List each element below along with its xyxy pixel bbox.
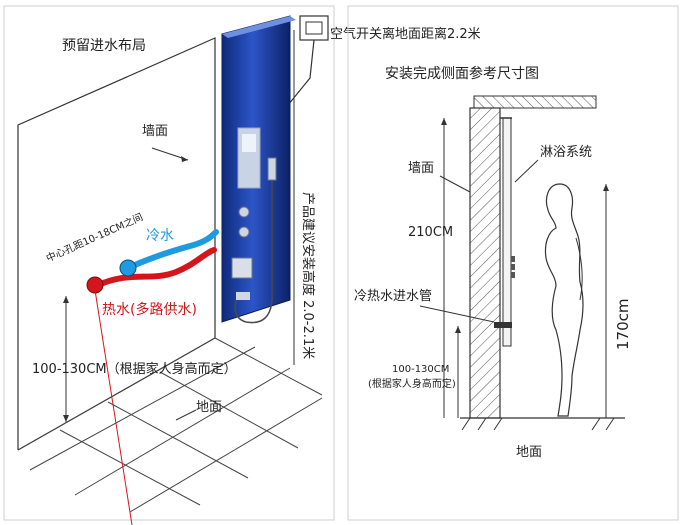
dim-210-arrow-top — [441, 118, 447, 125]
height-dim-arrow-top — [63, 296, 69, 303]
floor-grid — [17, 337, 323, 513]
left-title: 预留进水布局 — [62, 38, 146, 54]
floor-leader — [175, 409, 197, 421]
air-switch-box — [299, 15, 329, 41]
red-leader-line — [94, 289, 133, 525]
shower-label: 淋浴系统 — [540, 145, 592, 160]
height-210-label: 210CM — [408, 225, 453, 240]
dim-170-arrow-top — [603, 184, 609, 191]
wall-outline — [17, 37, 216, 451]
wall-label-right: 墙面 — [408, 161, 434, 176]
wall-label: 墙面 — [142, 124, 168, 139]
ceiling — [473, 95, 597, 109]
side-wall — [469, 107, 501, 419]
pipe-label: 冷热水进水管 — [354, 289, 432, 304]
cold-outlet — [119, 259, 137, 277]
cold-pipe — [125, 229, 219, 271]
shower-panel — [221, 15, 296, 324]
air-switch-inner — [305, 21, 323, 35]
wall-leader-right — [439, 175, 471, 193]
switch-label: 空气开关离地面距离2.2米 — [330, 26, 481, 42]
panel-knob-bottom — [238, 226, 250, 238]
hole-spacing-label: 中心孔距10-18CM之间 — [44, 210, 145, 264]
person-height-label: 170cm — [614, 299, 632, 351]
pipe-connector — [494, 322, 512, 328]
panel-knob-top — [238, 206, 250, 218]
shower-column — [502, 117, 512, 347]
side-jets — [511, 256, 515, 278]
floor-hatch — [461, 417, 615, 431]
panel-display-screen — [242, 134, 256, 152]
person-silhouette — [544, 183, 584, 417]
pipe-height-note: (根据家人身高而定) — [368, 377, 456, 390]
floor-label-right: 地面 — [516, 445, 542, 460]
left-panel: 预留进水布局 墙面 — [3, 5, 335, 525]
install-height-label: 产品建议安装高度 2.0-2.1米 — [300, 192, 316, 359]
hot-pipe — [93, 247, 217, 289]
hot-water-label: 热水(多路供水) — [102, 301, 197, 318]
pipe-height-arrow — [455, 326, 461, 333]
right-panel: 安装完成侧面参考尺寸图 淋浴系统 墙面 — [347, 5, 679, 521]
hand-shower-hose — [234, 176, 273, 324]
height-dim-arrow-bottom — [63, 415, 69, 422]
wall-leader-arrow — [181, 156, 188, 162]
right-title: 安装完成侧面参考尺寸图 — [385, 65, 539, 82]
cold-water-label: 冷水 — [146, 228, 174, 244]
right-panel-border — [347, 5, 679, 521]
hand-shower-head — [267, 157, 277, 181]
shower-leader — [514, 159, 539, 183]
floor-label: 地面 — [196, 400, 222, 415]
pipe-height-label: 100-130CM — [392, 364, 449, 375]
panel-spout — [236, 292, 250, 300]
person-arm — [575, 237, 583, 301]
panel-body-jet — [231, 257, 253, 279]
height-range-label: 100-130CM（根据家人身高而定） — [32, 361, 237, 377]
pipe-leader — [419, 305, 495, 323]
left-panel-border — [3, 5, 335, 521]
